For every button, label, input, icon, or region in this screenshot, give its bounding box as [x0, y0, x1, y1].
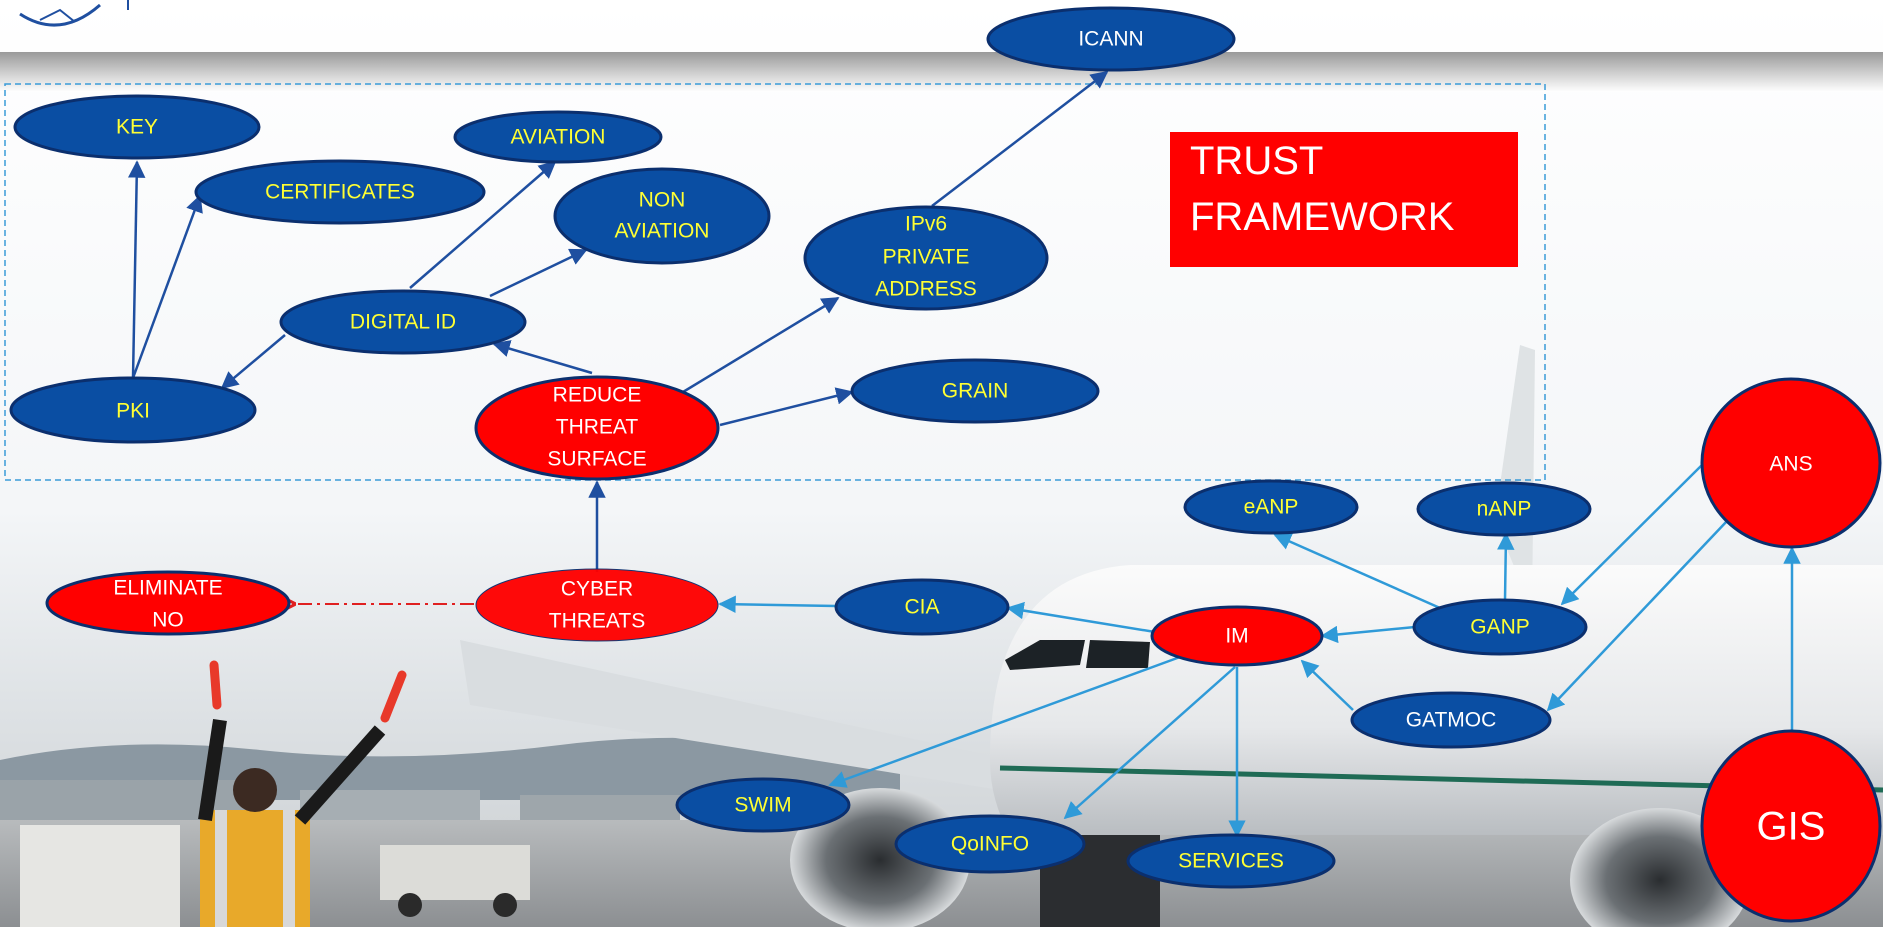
node-certificates-label: CERTIFICATES [265, 181, 415, 204]
trust-framework-label: TRUST FRAMEWORK [1170, 132, 1518, 267]
edge-pki-key [127, 160, 146, 379]
node-reduce-threat-surface[interactable]: REDUCE THREAT SURFACE [474, 375, 720, 481]
node-digital-id[interactable]: DIGITAL ID [279, 289, 527, 355]
node-ipv6-label-2: PRIVATE [883, 246, 970, 269]
node-cyber-label-2: THREATS [549, 610, 645, 633]
node-non-aviation-label-1: NON [639, 189, 686, 212]
node-eliminate-label-1: ELIMINATE [113, 577, 222, 600]
node-im-label: IM [1225, 625, 1248, 648]
nodes: ICANN KEY AVIATION CERTIFICATES NON AVIA… [9, 6, 1882, 923]
edge-reduce-digitalid [492, 340, 593, 375]
edge-ganp-nanp [1497, 532, 1515, 601]
node-ganp-label: GANP [1470, 616, 1530, 639]
edge-ganp-im [1320, 625, 1416, 644]
node-ans-label: ANS [1769, 453, 1812, 476]
node-qoinfo[interactable]: QoINFO [894, 814, 1086, 874]
edge-ans-ganp [1560, 461, 1706, 606]
node-grain[interactable]: GRAIN [850, 358, 1100, 424]
edge-reduce-ipv6 [682, 296, 840, 394]
edge-digitalid-aviation [409, 160, 557, 289]
node-key[interactable]: KEY [13, 94, 261, 160]
edge-pki-certificates [131, 194, 203, 379]
node-swim-label: SWIM [734, 794, 791, 817]
node-services-label: SERVICES [1178, 850, 1284, 873]
node-cia[interactable]: CIA [834, 578, 1010, 636]
node-eanp[interactable]: eANP [1183, 479, 1359, 535]
marshaller-figure [198, 660, 407, 927]
edge-ans-gatmoc [1546, 520, 1728, 712]
node-pki-label: PKI [116, 400, 150, 423]
node-ipv6-private-address[interactable]: IPv6 PRIVATE ADDRESS [803, 205, 1049, 311]
node-key-label: KEY [116, 116, 158, 139]
node-services[interactable]: SERVICES [1126, 833, 1336, 889]
node-cyber-label-1: CYBER [561, 578, 633, 601]
edge-gatmoc-im [1300, 659, 1354, 711]
node-reduce-label-1: REDUCE [553, 384, 642, 407]
connectors [127, 70, 1801, 838]
node-gatmoc-label: GATMOC [1406, 709, 1497, 732]
node-ipv6-label-1: IPv6 [905, 213, 947, 236]
node-eliminate-no[interactable]: ELIMINATE NO [45, 570, 291, 636]
edge-im-swim [828, 655, 1181, 788]
edge-ipv6-icann [931, 70, 1109, 207]
node-icann[interactable]: ICANN [986, 6, 1236, 72]
edge-im-qoinfo [1063, 666, 1236, 820]
node-ganp[interactable]: GANP [1412, 598, 1588, 656]
edge-reduce-grain [719, 387, 854, 427]
node-nanp-label: nANP [1477, 498, 1532, 521]
node-qoinfo-label: QoINFO [951, 833, 1029, 856]
trust-framework-line2: FRAMEWORK [1190, 195, 1455, 239]
edge-ganp-eanp [1273, 533, 1441, 610]
node-ipv6-label-3: ADDRESS [875, 278, 977, 301]
node-ans[interactable]: ANS [1700, 377, 1882, 549]
node-reduce-label-3: SURFACE [547, 448, 646, 471]
node-eanp-label: eANP [1244, 496, 1299, 519]
edge-cia-cyber [718, 595, 837, 614]
node-aviation[interactable]: AVIATION [453, 110, 663, 164]
node-eliminate-label-2: NO [152, 609, 184, 632]
node-gis-label: GIS [1757, 805, 1826, 849]
node-gatmoc[interactable]: GATMOC [1350, 691, 1552, 749]
node-icann-label: ICANN [1078, 28, 1143, 51]
node-non-aviation-label-2: AVIATION [615, 220, 710, 243]
node-aviation-label: AVIATION [511, 126, 606, 149]
node-pki[interactable]: PKI [9, 376, 257, 444]
trust-framework-line1: TRUST [1190, 139, 1323, 183]
node-im[interactable]: IM [1150, 605, 1324, 667]
logo-fragment [19, 0, 129, 27]
node-gis[interactable]: GIS [1700, 729, 1882, 923]
node-nanp[interactable]: nANP [1416, 481, 1592, 537]
trust-framework-boundary [4, 83, 1546, 481]
node-non-aviation[interactable]: NON AVIATION [553, 167, 771, 265]
node-swim[interactable]: SWIM [675, 777, 851, 833]
node-digital-id-label: DIGITAL ID [350, 311, 456, 334]
edge-im-cia [1006, 601, 1156, 634]
node-reduce-label-2: THREAT [556, 416, 639, 439]
node-certificates[interactable]: CERTIFICATES [194, 159, 486, 225]
node-cia-label: CIA [904, 596, 939, 619]
node-grain-label: GRAIN [942, 380, 1009, 403]
edge-digitalid-nonaviation [489, 248, 588, 298]
node-cyber-threats[interactable]: CYBER THREATS [475, 568, 719, 642]
edge-digitalid-pki [220, 334, 286, 390]
